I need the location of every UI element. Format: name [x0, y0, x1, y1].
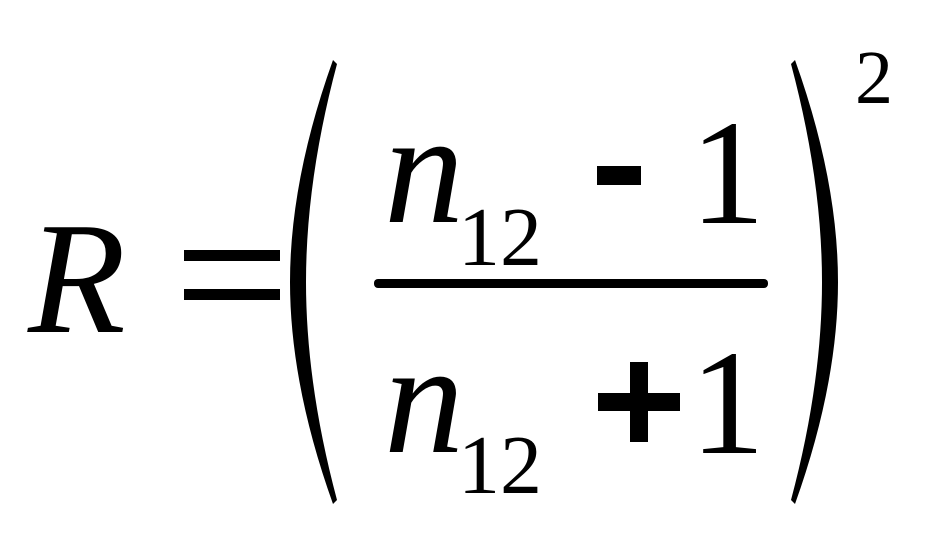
fraction-bar — [374, 279, 768, 288]
numerator-variable-n: n — [384, 79, 464, 257]
denominator-constant: 1 — [690, 320, 765, 486]
numerator-constant: 1 — [690, 90, 765, 256]
denominator-variable-n: n — [384, 309, 464, 487]
minus-sign — [597, 166, 641, 185]
left-parenthesis — [290, 60, 337, 504]
numerator-subscript: 12 — [458, 191, 542, 284]
equals-sign-top-bar — [184, 250, 280, 261]
right-parenthesis — [791, 60, 838, 504]
plus-sign-vertical — [630, 362, 648, 442]
equals-sign-bottom-bar — [184, 289, 280, 300]
variable-r: R — [28, 189, 126, 367]
exponent: 2 — [855, 36, 893, 120]
denominator-subscript: 12 — [458, 419, 542, 512]
